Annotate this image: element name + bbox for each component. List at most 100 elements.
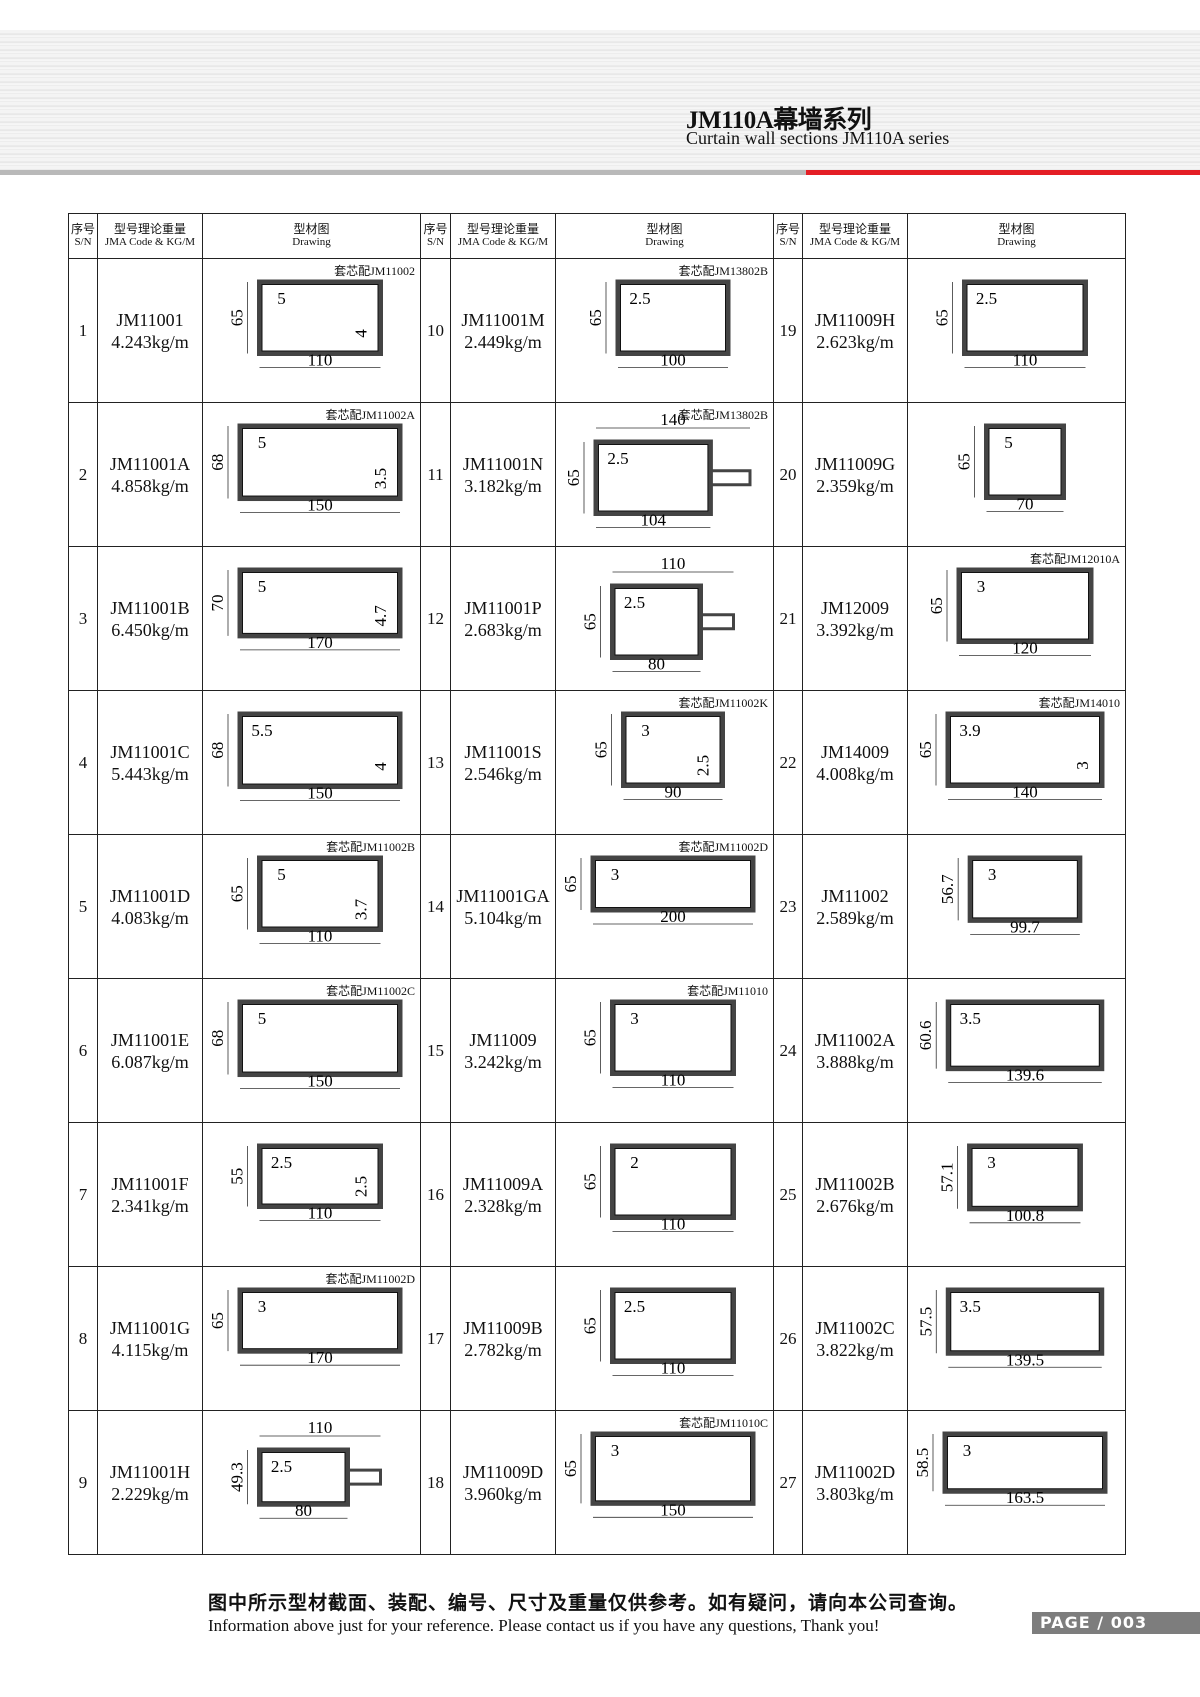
serial-number: 5 <box>68 834 98 979</box>
dimension-label: 65 <box>591 741 610 758</box>
profile-inner-edge <box>960 572 1089 640</box>
dimension-label: 70 <box>1016 495 1033 514</box>
profile-weight: 6.087kg/m <box>111 1051 189 1072</box>
dimension-label: 68 <box>208 742 227 759</box>
dimension-label: 70 <box>208 594 227 611</box>
dimension-label: 139.5 <box>1005 1350 1043 1369</box>
profile-weight: 3.803kg/m <box>816 1483 894 1504</box>
core-fit-note: 套芯配JM11002A <box>325 408 415 422</box>
core-fit-note: 套芯配JM11002C <box>326 984 415 998</box>
profile-inner-edge <box>594 860 751 908</box>
serial-number: 16 <box>420 1122 451 1267</box>
profile-drawing: 100.8 57.1 3 <box>937 1143 1083 1225</box>
dimension-label: 3 <box>610 1441 619 1460</box>
header-code-cn: 型号理论重量 <box>113 222 186 236</box>
profile-outline <box>256 1143 383 1209</box>
profile-code: JM11009B <box>463 1317 543 1338</box>
profile-code: JM11002A <box>814 1029 896 1050</box>
header-drawing-en: Drawing <box>292 236 331 248</box>
dimension-label: 150 <box>307 496 333 515</box>
dimension-label: 3.5 <box>371 468 390 489</box>
profile-inner-edge <box>971 1148 1078 1207</box>
serial-number: 6 <box>68 978 98 1123</box>
dimension-label: 4.7 <box>371 605 390 627</box>
dimension-label: 65 <box>580 1029 599 1046</box>
dimension-label: 5 <box>257 577 266 596</box>
dimension-label: 110 <box>660 1359 685 1378</box>
profile-weight: 5.443kg/m <box>111 763 189 784</box>
profile-inner-edge <box>594 1436 751 1502</box>
core-fit-note: 套芯配JM13802B <box>678 264 768 278</box>
profile-outline <box>983 423 1066 500</box>
profile-outline <box>942 1431 1107 1494</box>
profile-weight: 3.822kg/m <box>816 1339 894 1360</box>
profile-code: JM11001GA <box>456 885 550 906</box>
profile-inner-edge <box>261 1148 378 1205</box>
dimension-label: 90 <box>664 783 681 802</box>
core-fit-note: 套芯配JM11002K <box>678 696 768 710</box>
dimension-label: 140 <box>1012 783 1038 802</box>
profile-inner-edge <box>619 284 726 352</box>
profile-code: JM11001 <box>116 309 184 330</box>
profile-inner-edge <box>241 1004 398 1073</box>
dimension-label: 65 <box>227 309 246 326</box>
dimension-label: 5 <box>257 1009 266 1028</box>
profile-outline <box>945 1287 1104 1356</box>
profile-inner-edge <box>261 284 378 352</box>
header-drawing-en: Drawing <box>997 236 1036 248</box>
profile-outline <box>256 279 383 356</box>
core-fit-note: 套芯配JM11002B <box>326 840 415 854</box>
dimension-label: 100.8 <box>1005 1206 1043 1225</box>
dimension-label: 110 <box>307 927 332 946</box>
dimension-label: 57.1 <box>937 1163 956 1193</box>
profile-outline <box>609 1287 736 1364</box>
page-title: JM110A幕墙系列 <box>686 107 872 134</box>
profile-outline <box>620 711 725 788</box>
profile-code: JM11001B <box>110 597 190 618</box>
header-drawing-cn: 型材图 <box>646 222 683 236</box>
profile-inner-edge <box>988 428 1061 496</box>
profile-inner-edge <box>949 1004 1100 1067</box>
profile-outline <box>961 279 1088 356</box>
dimension-label: 3 <box>987 1153 996 1172</box>
header-divider-grey <box>0 170 806 175</box>
dimension-label: 5 <box>277 865 286 884</box>
dimension-label: 65 <box>916 741 935 758</box>
dimension-label: 3 <box>962 1441 971 1460</box>
profile-inner-edge <box>241 572 398 634</box>
dimension-label: 65 <box>208 1312 227 1329</box>
dimension-label: 65 <box>580 613 599 630</box>
dimension-label: 110 <box>660 1215 685 1234</box>
profile-weight: 2.623kg/m <box>816 331 894 352</box>
profile-inner-edge <box>597 444 708 512</box>
dimension-label: 3.5 <box>959 1297 980 1316</box>
core-fit-note: 套芯配JM11002D <box>678 840 768 854</box>
profile-weight: 2.683kg/m <box>464 619 542 640</box>
